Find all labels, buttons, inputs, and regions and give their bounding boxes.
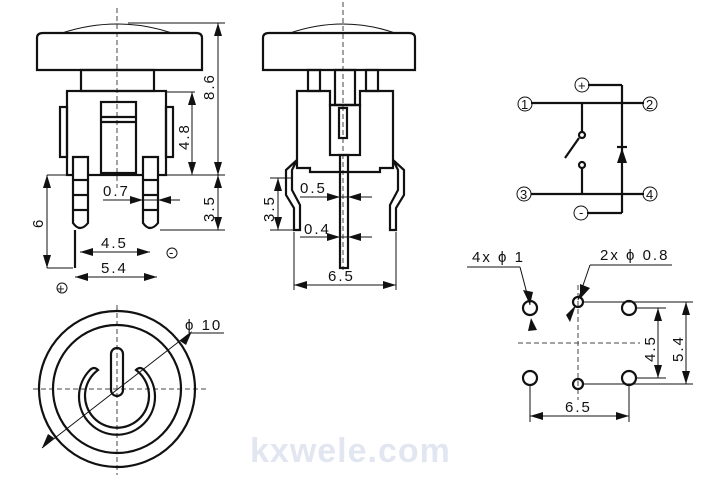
power-icon — [77, 366, 157, 436]
dim-pin-length: 6 — [30, 218, 47, 228]
pin-2-label: 2 — [646, 97, 653, 112]
dim-total-height: 8.6 — [201, 73, 218, 100]
pin-3-label: 3 — [520, 187, 527, 202]
watermark: kxwele.com — [250, 432, 451, 470]
dim-body-height: 4.8 — [176, 123, 193, 150]
dim-pin-inner: 4.5 — [101, 235, 128, 252]
side-view: 3.5 0.5 0.4 6.5 — [261, 2, 417, 290]
minus-label: - — [169, 245, 173, 260]
dim-led-lead: 0.4 — [304, 221, 331, 238]
front-view: 8.6 4.8 3.5 6 0.7 4.5 5.4 + - — [30, 8, 225, 296]
top-view: ϕ 10 — [33, 305, 224, 475]
pin-4-label: 4 — [646, 187, 653, 202]
dim-pitch: 6.5 — [565, 399, 592, 416]
dim-pin-below: 3.5 — [201, 195, 218, 222]
dim-diameter: ϕ 10 — [185, 317, 222, 334]
dim-pin-outer: 5.4 — [101, 260, 128, 277]
minus-terminal-label: - — [579, 205, 583, 220]
dimension-arrows — [43, 23, 690, 420]
dim-outer-spacing: 5.4 — [670, 335, 687, 362]
large-holes-label: 4x ϕ 1 — [472, 249, 525, 266]
dim-inner-spacing: 4.5 — [642, 335, 659, 362]
dim-lead-height: 3.5 — [261, 195, 278, 222]
dim-led-lead-top: 0.5 — [300, 180, 327, 197]
pin-1-label: 1 — [521, 97, 528, 112]
dim-side-width: 6.5 — [328, 268, 355, 285]
small-holes-label: 2x ϕ 0.8 — [600, 247, 669, 264]
plus-terminal-label: + — [578, 78, 586, 93]
schematic: 1 2 3 4 + - — [516, 77, 658, 221]
plus-label: + — [57, 281, 65, 296]
dim-pin-width: 0.7 — [103, 183, 130, 200]
pcb-footprint: 4x ϕ 1 2x ϕ 0.8 4.5 5.4 6.5 — [467, 247, 693, 422]
